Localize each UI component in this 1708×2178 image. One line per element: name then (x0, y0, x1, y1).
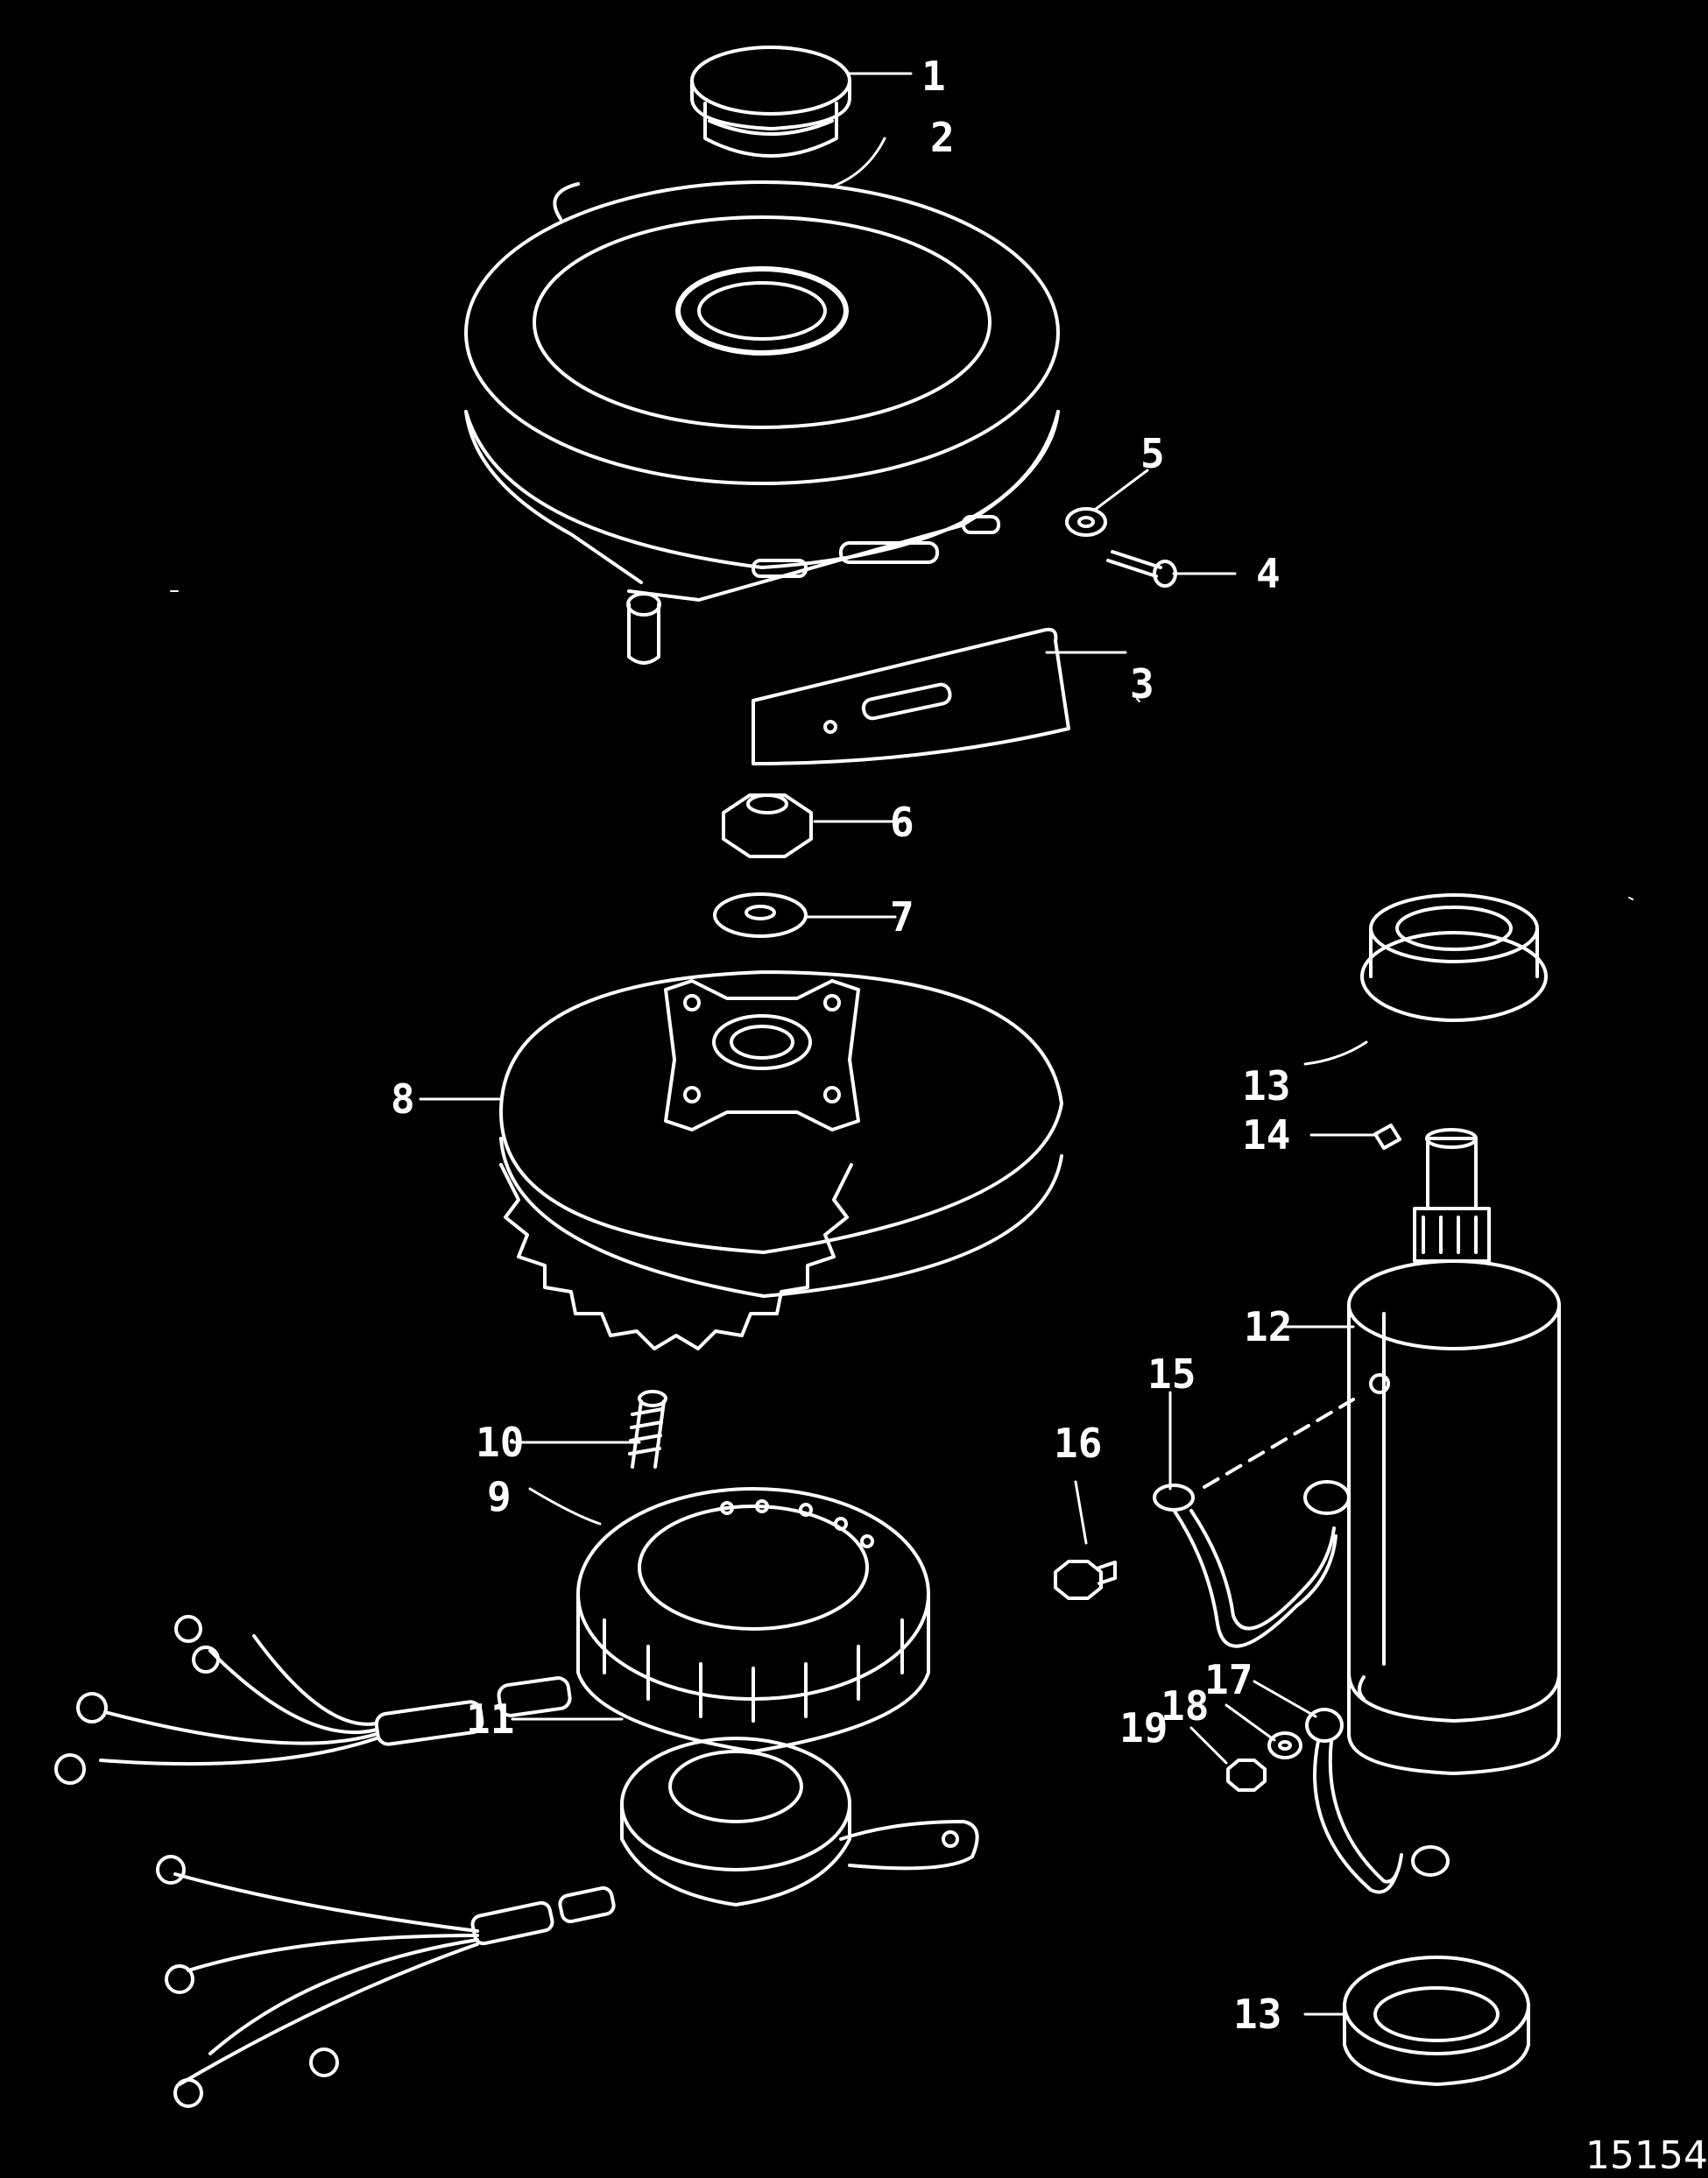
callout-17: 17 (1204, 1656, 1253, 1703)
part-10-screw (630, 1392, 666, 1467)
callout-9: 9 (487, 1473, 512, 1520)
callout-12: 12 (1244, 1303, 1293, 1350)
callout-4: 4 (1256, 550, 1281, 597)
scan-specks (171, 591, 1633, 899)
parts-illustration (0, 0, 1679, 2169)
part-15-cable (1154, 1399, 1353, 1646)
part-5-washer (1067, 509, 1105, 535)
part-11-trigger (158, 1738, 978, 2106)
callout-13-top: 13 (1242, 1062, 1291, 1110)
part-3-bracket (753, 630, 1069, 764)
part-8-flywheel (501, 972, 1062, 1349)
callout-15: 15 (1147, 1350, 1196, 1398)
part-13-boot-top (1362, 895, 1546, 1020)
part-7-washer (715, 894, 806, 936)
part-16-bolt (1055, 1561, 1115, 1598)
callout-13-bottom: 13 (1233, 1991, 1282, 2038)
callout-18: 18 (1161, 1682, 1210, 1730)
part-6-nut (723, 795, 811, 856)
callout-14: 14 (1242, 1111, 1291, 1159)
callout-19: 19 (1119, 1704, 1168, 1752)
callout-16: 16 (1054, 1420, 1103, 1467)
callout-7: 7 (890, 893, 914, 941)
part-14-clip (1375, 1125, 1400, 1148)
part-18-washer (1269, 1733, 1301, 1758)
leader-lines (420, 74, 1377, 2014)
callout-3: 3 (1130, 660, 1154, 708)
part-19-nut (1228, 1760, 1265, 1790)
callout-11: 11 (466, 1695, 515, 1743)
part-4-screw (1108, 552, 1175, 586)
figure-id: 15154 (1585, 2133, 1708, 2178)
part-1-cap (692, 47, 850, 156)
callout-6: 6 (890, 799, 914, 846)
callout-2: 2 (930, 114, 955, 161)
callout-8: 8 (391, 1075, 415, 1123)
part-17-cable (1307, 1709, 1448, 1893)
part-12-starter-motor (1349, 1130, 1559, 1773)
callout-10: 10 (476, 1419, 525, 1466)
callout-5: 5 (1140, 430, 1165, 477)
part-2-flywheel-cover (466, 182, 1058, 663)
part-13-boot-bottom (1345, 1957, 1528, 2084)
callout-1: 1 (921, 53, 946, 100)
